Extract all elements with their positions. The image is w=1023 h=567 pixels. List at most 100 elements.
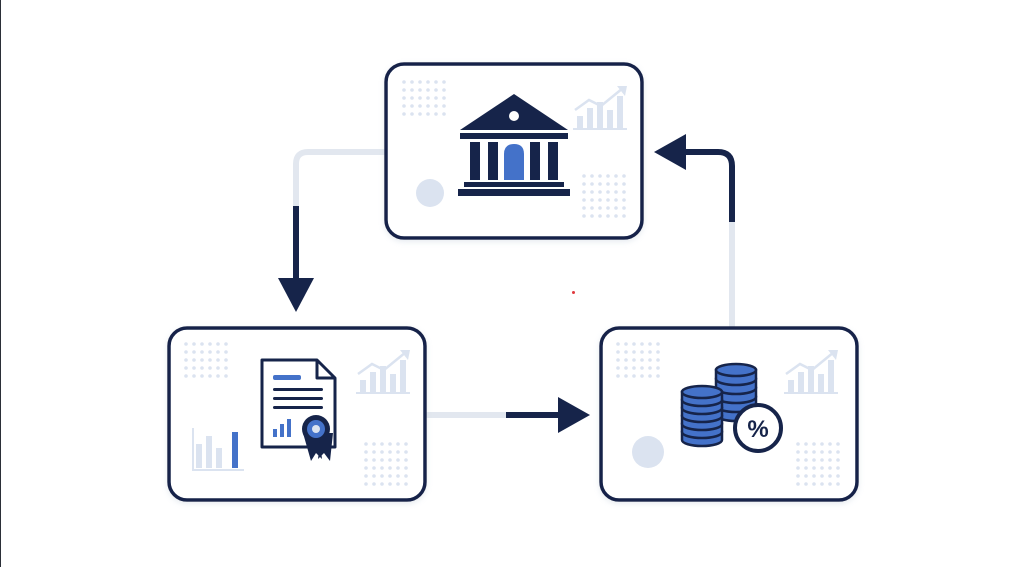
grid-dot	[418, 80, 422, 84]
grid-dot	[812, 450, 816, 454]
grid-dot	[434, 104, 438, 108]
grid-dot	[582, 190, 586, 194]
growth-bar	[390, 374, 396, 392]
growth-bar	[798, 372, 804, 392]
grid-dot	[208, 366, 212, 370]
grid-dot	[606, 206, 610, 210]
grid-dot	[648, 374, 652, 378]
grid-dot	[372, 482, 376, 486]
grid-dot	[442, 112, 446, 116]
grid-dot	[418, 104, 422, 108]
grid-dot	[622, 182, 626, 186]
growth-bar	[400, 360, 406, 392]
growth-bar	[370, 372, 376, 392]
grid-dot	[614, 214, 618, 218]
grid-dot	[426, 80, 430, 84]
grid-dot	[388, 482, 392, 486]
grid-dot	[624, 374, 628, 378]
growth-trend	[574, 87, 624, 112]
grid-dot	[804, 466, 808, 470]
grid-dot	[614, 190, 618, 194]
grid-dot	[648, 366, 652, 370]
grid-dot	[418, 112, 422, 116]
grid-dot	[804, 442, 808, 446]
growth-arrowhead	[400, 350, 410, 360]
grid-dot	[656, 342, 660, 346]
decor-circle	[416, 179, 444, 207]
grid-dot	[606, 198, 610, 202]
grid-dot	[442, 104, 446, 108]
grid-dot	[208, 350, 212, 354]
coin-stack-percent-icon: %	[680, 362, 783, 453]
growth-trend	[357, 351, 407, 376]
grid-dot	[804, 450, 808, 454]
grid-dot	[582, 182, 586, 186]
grid-dot	[380, 450, 384, 454]
grid-dot	[622, 206, 626, 210]
grid-dot	[396, 482, 400, 486]
grid-dot	[224, 358, 228, 362]
growth-bar	[380, 366, 386, 392]
grid-dot	[640, 350, 644, 354]
grid-dot	[598, 190, 602, 194]
grid-dot	[616, 350, 620, 354]
grid-dot	[632, 342, 636, 346]
grid-dot	[820, 482, 824, 486]
grid-dot	[624, 366, 628, 370]
growth-bar	[607, 110, 613, 128]
grid-dot	[396, 450, 400, 454]
grid-dot	[606, 214, 610, 218]
grid-dot	[598, 214, 602, 218]
grid-dot	[582, 174, 586, 178]
grid-dot	[632, 374, 636, 378]
grid-dot	[418, 88, 422, 92]
grid-dot	[812, 482, 816, 486]
grid-dot	[208, 358, 212, 362]
grid-dot	[426, 96, 430, 100]
growth-bar	[818, 374, 824, 392]
grid-dot	[372, 442, 376, 446]
grid-dot	[606, 182, 610, 186]
growth-bar	[577, 116, 583, 128]
grid-dot	[656, 366, 660, 370]
grid-dot	[434, 96, 438, 100]
grid-dot	[224, 342, 228, 346]
grid-dot	[364, 442, 368, 446]
grid-dot	[590, 190, 594, 194]
grid-dot	[590, 198, 594, 202]
grid-dot	[372, 474, 376, 478]
grid-dot	[184, 366, 188, 370]
grid-dot	[624, 342, 628, 346]
grid-dot	[396, 466, 400, 470]
grid-dot	[216, 342, 220, 346]
grid-dot	[388, 450, 392, 454]
grid-dot	[192, 350, 196, 354]
grid-dot	[590, 206, 594, 210]
grid-dot	[442, 88, 446, 92]
grid-dot	[208, 374, 212, 378]
grid-dot	[184, 342, 188, 346]
grid-dot	[388, 466, 392, 470]
grid-dot	[616, 366, 620, 370]
grid-dot	[426, 104, 430, 108]
growth-bar	[360, 380, 366, 392]
grid-dot	[402, 88, 406, 92]
grid-dot	[828, 482, 832, 486]
grid-dot	[640, 342, 644, 346]
grid-dot	[364, 474, 368, 478]
grid-dot	[590, 182, 594, 186]
dot-grid-pattern	[582, 174, 626, 218]
certificate-document-icon	[260, 358, 337, 461]
grid-dot	[216, 358, 220, 362]
grid-dot	[648, 350, 652, 354]
grid-dot	[820, 458, 824, 462]
grid-dot	[796, 450, 800, 454]
grid-dot	[836, 474, 840, 478]
grid-dot	[402, 80, 406, 84]
dot-grid-pattern	[616, 342, 660, 378]
grid-dot	[640, 358, 644, 362]
grid-dot	[836, 466, 840, 470]
grid-dot	[616, 374, 620, 378]
